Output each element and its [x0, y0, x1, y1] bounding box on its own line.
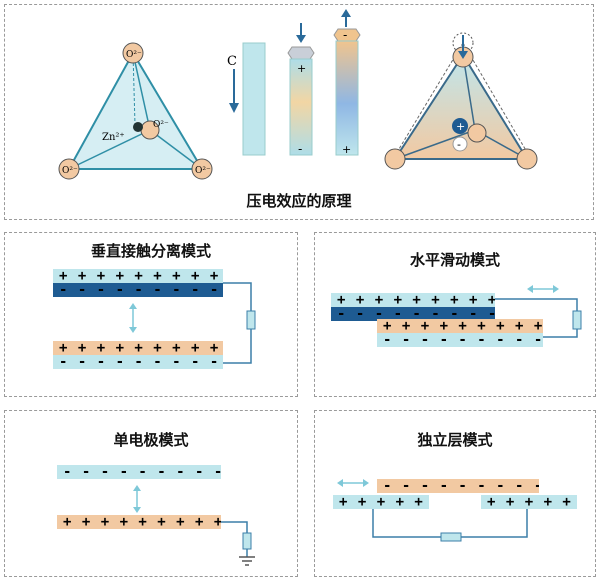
tetrahedron-left [58, 42, 213, 180]
right-plus-charge: + [456, 120, 465, 133]
piezo-principle-diagram: O²⁻ O²⁻ O²⁻ O²⁻ Zn²⁺ C + - - + [58, 9, 538, 180]
c-axis-label: C [227, 54, 237, 69]
o-label-left: O²⁻ [62, 166, 78, 176]
vertical-mode-wiring [129, 282, 256, 364]
freestanding-wiring [337, 479, 528, 542]
vertical-top-positive-layer: + + + + + + + + + + + [53, 269, 223, 283]
o-label-right: O²⁻ [195, 166, 211, 176]
vertical-mode-panel: 垂直接触分离模式 + + + + + + + + + + + - - - - -… [4, 232, 298, 397]
freestanding-title: 独立层模式 [417, 431, 493, 449]
single-negative-layer: - - - - - - - - - - - [57, 465, 221, 479]
tetrahedron-right [384, 32, 538, 170]
o-label-top: O²⁻ [126, 50, 142, 60]
single-electrode-wiring [133, 485, 255, 566]
lateral-top-positive-layer: + + + + + + + + + + + [331, 293, 495, 307]
o-label-center: O²⁻ [153, 120, 169, 130]
freestanding-right-electrode: + + + + + [481, 495, 577, 509]
rod-stretched-plus: + [342, 143, 351, 156]
lateral-mode-wiring [495, 285, 582, 338]
single-electrode-panel: 单电极模式 - - - - - - - - - - - + + + + + + … [4, 410, 298, 577]
freestanding-panel: 独立层模式 - - - - - - - - - - - + + + + + + … [314, 410, 596, 577]
rod-stretched-minus: - [343, 28, 347, 42]
piezo-principle-panel: O²⁻ O²⁻ O²⁻ O²⁻ Zn²⁺ C + - - + [4, 4, 594, 220]
right-minus-charge: - [457, 138, 461, 151]
lateral-top-negative-layer: - - - - - - - - - - - [331, 307, 495, 321]
freestanding-sliding-layer: - - - - - - - - - - - [377, 479, 539, 493]
lateral-mode-panel: 水平滑动模式 + + + + + + + + + + + - - - - - -… [314, 232, 596, 397]
piezo-principle-caption: 压电效应的原理 [246, 192, 352, 210]
vertical-mode-title: 垂直接触分离模式 [90, 242, 211, 260]
vertical-bottom-positive-layer: + + + + + + + + + + + [53, 341, 223, 355]
rod-neutral [242, 42, 266, 156]
rod-compressed-plus: + [297, 62, 306, 75]
freestanding-left-electrode: + + + + + [333, 495, 429, 509]
rod-compressed [287, 23, 315, 156]
lateral-bottom-positive-layer: + + + + + + + + + + + [377, 319, 543, 333]
single-electrode-title: 单电极模式 [113, 431, 189, 449]
vertical-top-negative-layer: - - - - - - - - - - - [53, 283, 223, 297]
zn-label: Zn²⁺ [102, 132, 125, 143]
rod-stretched [333, 9, 361, 156]
single-positive-layer: + + + + + + + + + + + [57, 515, 221, 529]
lateral-mode-title: 水平滑动模式 [409, 251, 500, 269]
lateral-bottom-negative-layer: - - - - - - - - - - - [377, 333, 543, 347]
rod-compressed-minus: - [298, 142, 302, 156]
vertical-bottom-negative-layer: - - - - - - - - - - - [53, 355, 223, 369]
